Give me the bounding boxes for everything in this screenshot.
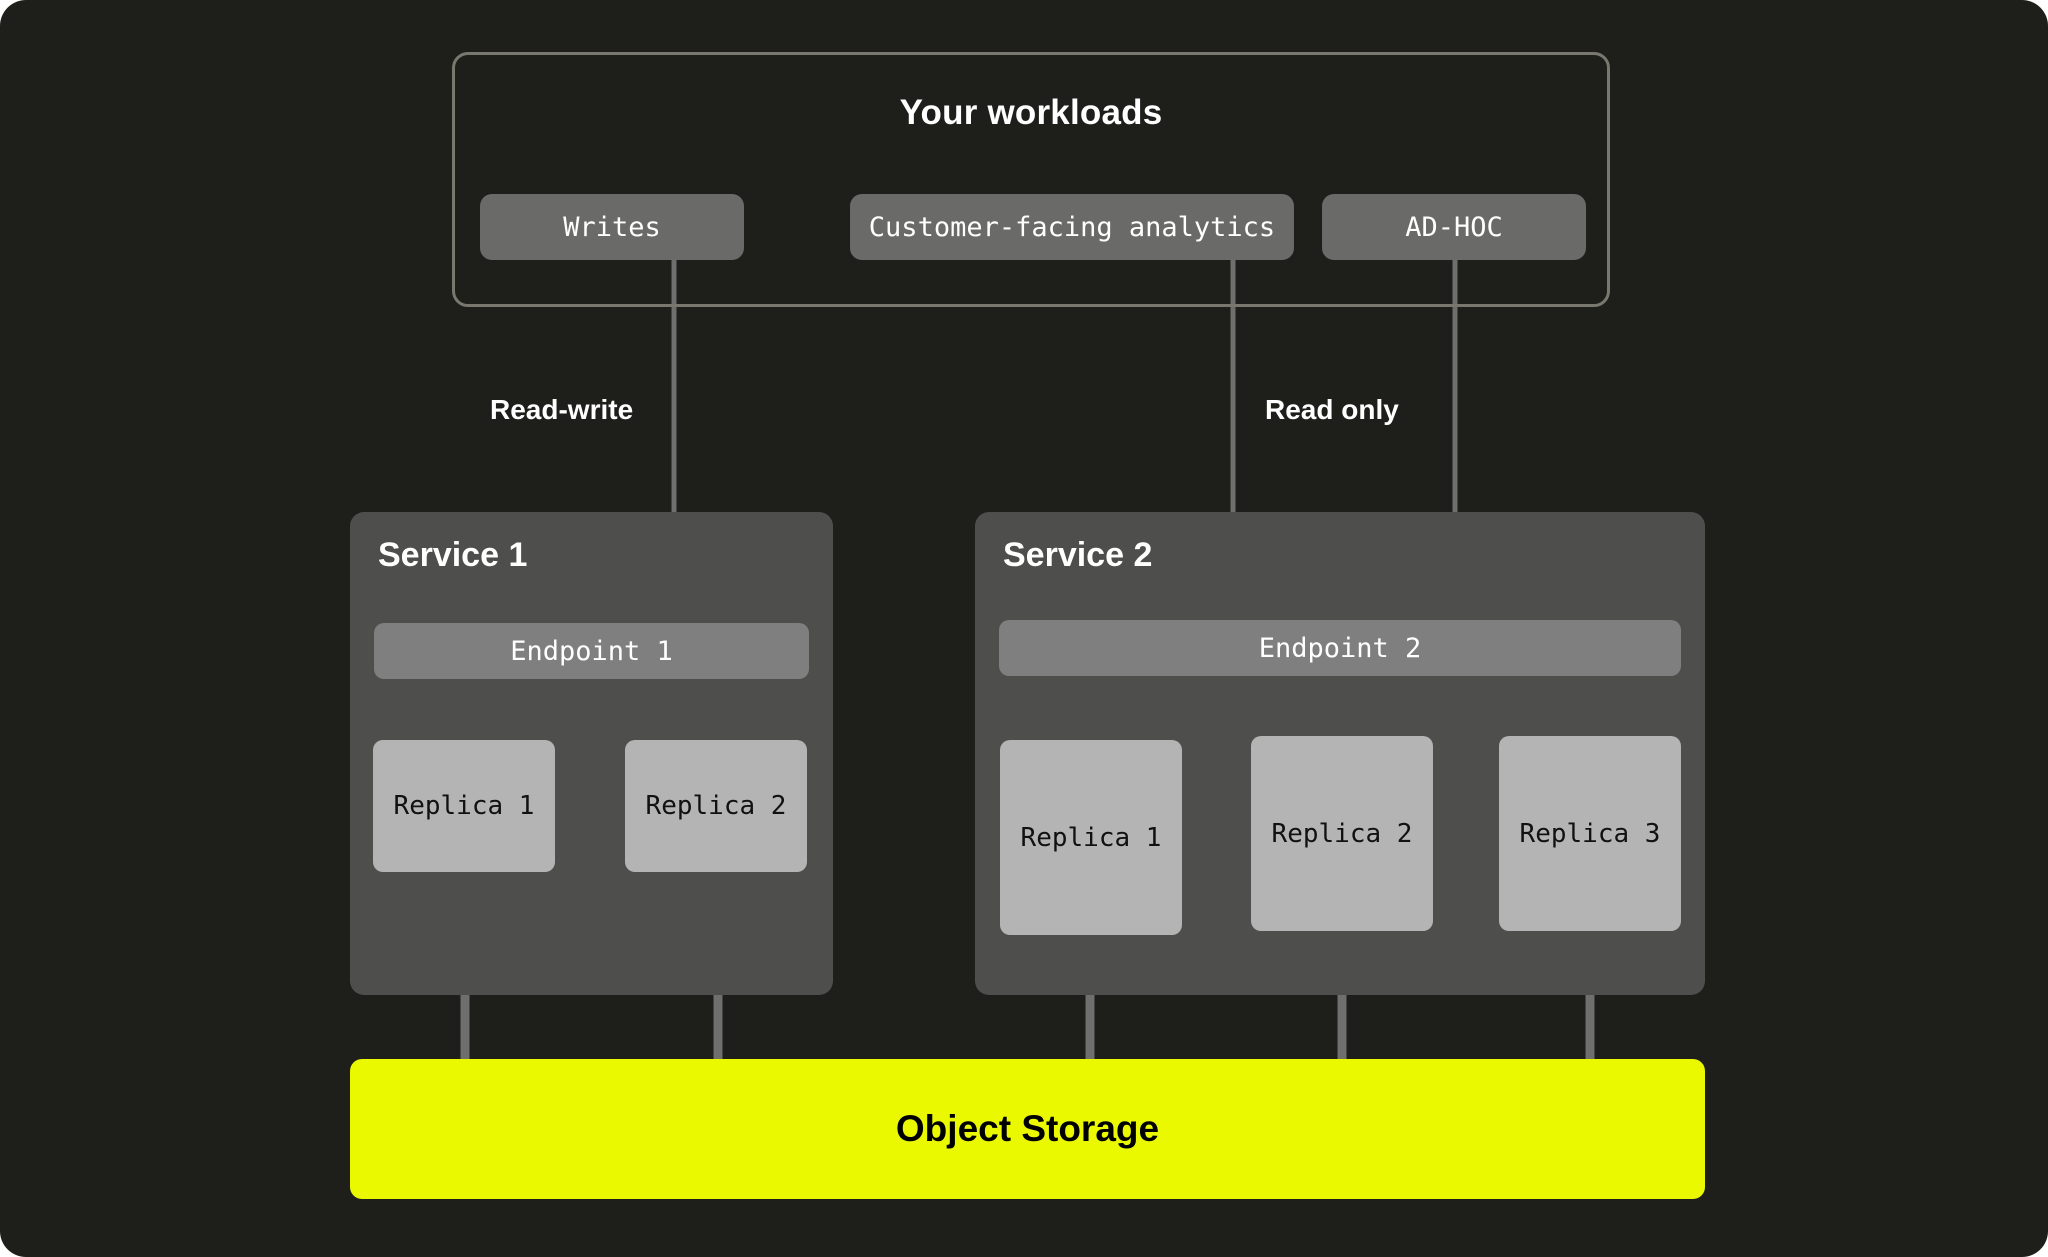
service-2-title: Service 2 [1003,536,1153,574]
service-1-title: Service 1 [378,536,528,574]
service-2-replica-1-label: Replica 1 [1020,822,1162,853]
object-storage-label: Object Storage [895,1108,1160,1149]
workload-chip-writes[interactable]: Writes [480,194,744,260]
edge-label-read-write: Read-write [490,394,634,425]
service-2-replica-3-label: Replica 3 [1519,818,1661,849]
service-2-replica-2-label: Replica 2 [1271,818,1413,849]
workload-chip-ad-hoc[interactable]: AD-HOC [1322,194,1586,260]
workload-chip-ad-hoc-label: AD-HOC [1405,211,1503,243]
workloads-title: Your workloads [899,93,1163,132]
object-storage-bar[interactable]: Object Storage [350,1059,1705,1199]
service-2-replica-2[interactable]: Replica 2 [1251,736,1433,931]
endpoint-2[interactable]: Endpoint 2 [999,620,1681,676]
workloads-group: Your workloads [452,52,1610,307]
workload-chip-customer-facing-analytics[interactable]: Customer-facing analytics [850,194,1294,260]
service-1-replica-2-label: Replica 2 [645,791,787,821]
service-1-replica-1-label: Replica 1 [393,791,535,821]
endpoint-1-label: Endpoint 1 [510,635,673,667]
service-1-replica-1[interactable]: Replica 1 [373,740,555,872]
workload-chip-writes-label: Writes [563,211,661,243]
service-panel-2: Service 2 Endpoint 2 Replica 1 Replica 2… [975,512,1705,995]
service-2-replica-3[interactable]: Replica 3 [1499,736,1681,931]
service-panel-1: Service 1 Endpoint 1 Replica 1 Replica 2 [350,512,833,995]
service-1-replica-2[interactable]: Replica 2 [625,740,807,872]
service-2-replica-1[interactable]: Replica 1 [1000,740,1182,935]
workload-chip-customer-facing-analytics-label: Customer-facing analytics [868,211,1276,243]
edge-label-read-only: Read only [1265,394,1399,425]
endpoint-2-label: Endpoint 2 [1258,632,1422,664]
endpoint-1[interactable]: Endpoint 1 [374,623,809,679]
